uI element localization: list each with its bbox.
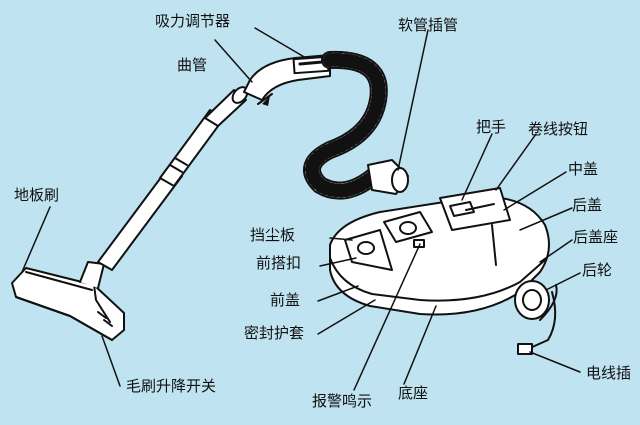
body-drawing [329, 187, 558, 355]
wand-drawing [97, 86, 249, 271]
label-floor-brush: 地板刷 [14, 186, 60, 204]
label-seal-sleeve: 密封护套 [244, 324, 305, 342]
leader-lines [21, 27, 581, 391]
label-cord-button: 卷线按钮 [528, 120, 589, 138]
elbow-drawing [243, 54, 331, 106]
floor-brush-drawing [11, 261, 125, 341]
label-alarm: 报警鸣示 [312, 392, 373, 410]
label-rear-cover-seat: 后盖座 [573, 228, 619, 246]
label-brush-switch: 毛刷升降开关 [126, 377, 217, 395]
label-front-latch: 前搭扣 [256, 254, 302, 272]
hose-drawing [303, 50, 409, 200]
label-dust-plate: 挡尘板 [250, 226, 296, 244]
label-regulator: 吸力调节器 [155, 12, 231, 30]
label-rear-wheel: 后轮 [582, 261, 613, 279]
label-elbow: 曲管 [177, 56, 208, 74]
label-front-cover: 前盖 [270, 291, 301, 309]
label-hose: 软管插管 [398, 16, 459, 34]
label-base: 底座 [398, 384, 429, 402]
label-mid-cover: 中盖 [568, 160, 599, 178]
label-handle: 把手 [476, 118, 507, 136]
label-power-cord: 电线插 [586, 364, 632, 382]
label-rear-cover: 后盖 [572, 196, 603, 214]
